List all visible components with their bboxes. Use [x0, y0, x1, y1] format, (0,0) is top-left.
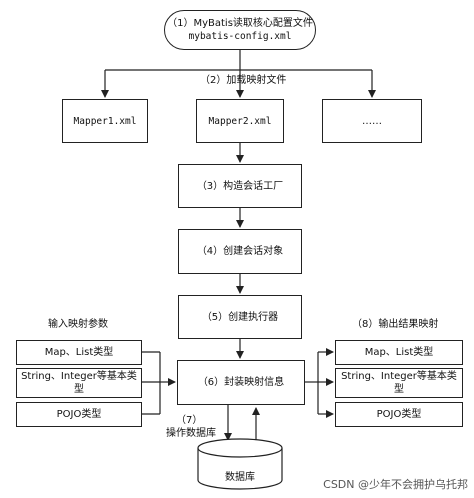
step7-label-line2: 操作数据库	[166, 428, 216, 439]
input-param-item: String、Integer等基本类型	[16, 368, 142, 398]
step6-node: （6）封装映射信息	[177, 360, 305, 405]
step7-label-line1: （7）	[176, 415, 203, 426]
output-results-title: （8）输出结果映射	[352, 319, 439, 330]
load-mapper-label: （2）加载映射文件	[200, 75, 287, 86]
step5-node: （5）创建执行器	[178, 295, 302, 339]
watermark: CSDN @少年不会拥护乌托邦	[323, 478, 468, 491]
mapper2-node: Mapper2.xml	[196, 99, 284, 143]
mapper-more-node: ……	[322, 99, 422, 143]
output-result-item: POJO类型	[335, 402, 463, 427]
output-result-item: String、Integer等基本类型	[335, 368, 463, 398]
database-cylinder	[197, 438, 283, 490]
step4-node: （4）创建会话对象	[178, 229, 302, 274]
mapper1-node: Mapper1.xml	[62, 99, 148, 143]
database-label: 数据库	[225, 472, 255, 483]
input-param-item: POJO类型	[16, 402, 142, 427]
input-params-title: 输入映射参数	[48, 319, 108, 330]
start-node: （1）MyBatis读取核心配置文件 mybatis-config.xml	[164, 10, 316, 50]
output-result-item: Map、List类型	[335, 340, 463, 365]
step3-node: （3）构造会话工厂	[178, 164, 302, 208]
start-line-1: （1）MyBatis读取核心配置文件	[167, 18, 313, 29]
input-param-item: Map、List类型	[16, 340, 142, 365]
start-line-2: mybatis-config.xml	[188, 31, 292, 42]
